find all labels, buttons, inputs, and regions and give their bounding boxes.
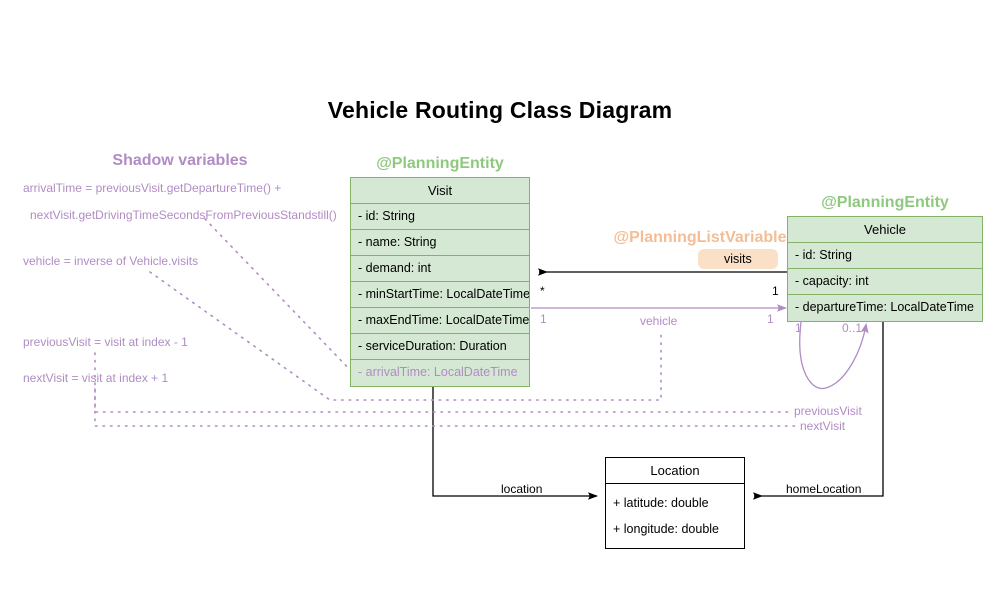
shadow-variables-heading: Shadow variables (112, 152, 248, 169)
edge-location (432, 387, 598, 500)
vehicle-attribute: - capacity: int (788, 269, 982, 295)
previous-visit-role-label: previousVisit (794, 404, 862, 418)
multiplicity-vehicle-source: 1 (540, 312, 547, 326)
shadow-note-previous-visit: previousVisit = visit at index - 1 (23, 335, 188, 349)
visit-attribute-shadow: - arrivalTime: LocalDateTime (358, 365, 518, 379)
multiplicity-self-loop-right: 0..1 (842, 321, 863, 335)
class-box-location[interactable]: Location + latitude: double + longitude:… (605, 457, 745, 549)
class-name-vehicle: Vehicle (788, 217, 982, 243)
edge-vehicle-self-loop (799, 321, 869, 390)
dotted-link-next-visit (94, 388, 796, 427)
visit-attribute: - name: String (351, 230, 529, 256)
shadow-note-vehicle: vehicle = inverse of Vehicle.visits (23, 254, 199, 268)
visit-attribute: - id: String (351, 204, 529, 230)
dotted-link-vehicle (149, 271, 662, 401)
visit-attribute: - minStartTime: LocalDateTime (351, 282, 529, 308)
vehicle-attribute: - id: String (788, 243, 982, 269)
planning-list-variable-heading: @PlanningListVariable (613, 229, 787, 246)
visit-attribute: - serviceDuration: Duration (351, 334, 529, 360)
visits-role-badge: visits (698, 249, 778, 269)
visit-stereotype-heading: @PlanningEntity (376, 155, 504, 172)
shadow-note-arrival-time-1: arrivalTime = previousVisit.getDeparture… (23, 181, 282, 195)
location-attribute: + latitude: double (613, 496, 709, 510)
class-name-visit: Visit (351, 178, 529, 204)
visits-role-label: visits (698, 249, 778, 269)
multiplicity-vehicle-target: 1 (767, 312, 774, 326)
class-box-vehicle[interactable]: Vehicle - id: String - capacity: int - d… (787, 216, 983, 322)
multiplicity-visits-target: 1 (772, 284, 779, 298)
location-attribute: + longitude: double (613, 522, 719, 536)
class-name-location: Location (606, 458, 744, 484)
home-location-role-label: homeLocation (786, 482, 862, 496)
shadow-note-next-visit: nextVisit = visit at index + 1 (23, 371, 169, 385)
edge-home-location (753, 322, 884, 500)
vehicle-attribute: - departureTime: LocalDateTime (795, 300, 975, 314)
vehicle-stereotype-heading: @PlanningEntity (821, 194, 949, 211)
next-visit-role-label: nextVisit (800, 419, 846, 433)
visit-attribute: - maxEndTime: LocalDateTime (351, 308, 529, 334)
shadow-note-arrival-time-2: nextVisit.getDrivingTimeSecondsFromPrevi… (30, 208, 337, 222)
location-role-label: location (501, 482, 543, 496)
page-title: Vehicle Routing Class Diagram (327, 97, 673, 123)
visit-attribute: - demand: int (351, 256, 529, 282)
multiplicity-visits-source: * (540, 284, 545, 298)
class-box-visit[interactable]: Visit - id: String - name: String - dema… (350, 177, 530, 387)
dotted-link-arrival-time (204, 218, 356, 376)
multiplicity-self-loop-left: 1 (795, 321, 802, 335)
vehicle-role-label: vehicle (640, 314, 678, 328)
